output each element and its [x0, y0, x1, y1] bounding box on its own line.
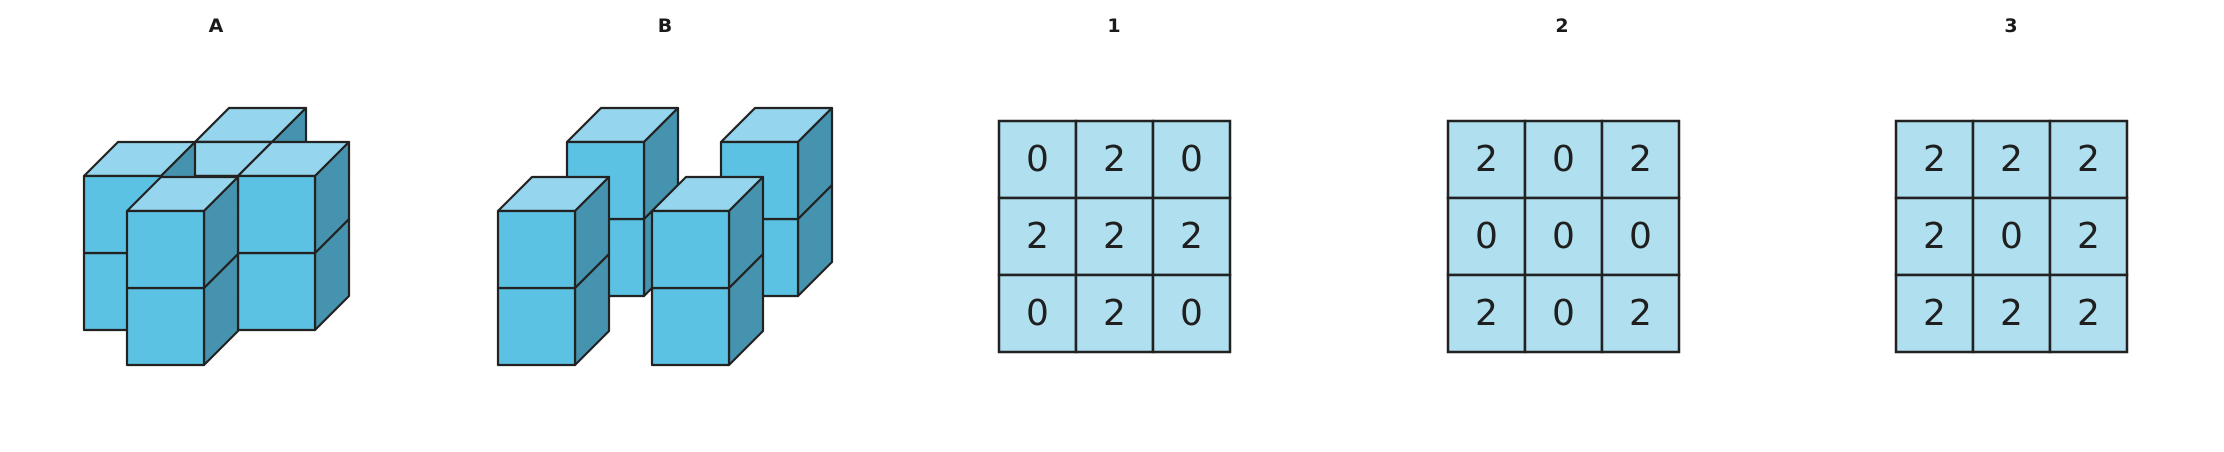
grid-cell	[2048, 119, 2129, 200]
cube-front-face	[125, 286, 206, 367]
cube	[125, 175, 240, 290]
cube-front-face	[236, 251, 317, 332]
grid-cell-value: 0	[1180, 293, 1203, 334]
grid-cell	[1074, 196, 1155, 277]
grid-cell	[2048, 196, 2129, 277]
grid-cell-value: 2	[1629, 139, 1652, 180]
grid-cell-value: 2	[2000, 293, 2023, 334]
panel-label-b: B	[658, 15, 672, 37]
grid-cell	[1894, 273, 1975, 354]
grid-cell	[1600, 273, 1681, 354]
grid-cell	[1074, 273, 1155, 354]
grid-cell	[1971, 273, 2052, 354]
panel-label-a: A	[209, 15, 224, 37]
grid-cell-value: 2	[1103, 216, 1126, 257]
view-grid-2: 2 0 2 0 0 0 2 0 2	[1446, 119, 1681, 354]
grid-cell-value: 0	[1180, 139, 1203, 180]
cube-front-face	[650, 286, 731, 367]
grid-cell-value: 2	[2077, 216, 2100, 257]
cube-structure-a	[82, 106, 351, 367]
grid-cell-value: 2	[1923, 216, 1946, 257]
grid-cell-value: 0	[1026, 139, 1049, 180]
grid-cell-value: 2	[1103, 293, 1126, 334]
cube-structure-b	[496, 106, 834, 367]
grid-cell	[1151, 119, 1232, 200]
grid-cell-value: 2	[2077, 293, 2100, 334]
grid-cell-value: 2	[1923, 139, 1946, 180]
grid-cell-value: 0	[1552, 293, 1575, 334]
grid-cell-value: 0	[2000, 216, 2023, 257]
cube-front-face	[236, 174, 317, 255]
cube-front-face	[496, 286, 577, 367]
grid-cell-value: 0	[1475, 216, 1498, 257]
grid-cell	[1151, 273, 1232, 354]
cube	[236, 140, 351, 255]
grid-cell-value: 2	[2077, 139, 2100, 180]
panel-label-view-1: 1	[1107, 15, 1120, 37]
grid-cell	[2048, 273, 2129, 354]
grid-cell	[1971, 119, 2052, 200]
grid-cell-value: 2	[1475, 293, 1498, 334]
panel-label-view-2: 2	[1555, 15, 1568, 37]
grid-cell-value: 0	[1629, 216, 1652, 257]
grid-cell-value: 2	[2000, 139, 2023, 180]
panel-label-view-3: 3	[2004, 15, 2017, 37]
grid-cell-value: 2	[1475, 139, 1498, 180]
grid-cell-value: 2	[1180, 216, 1203, 257]
view-grid-1: 0 2 0 2 2 2 0 2 0	[997, 119, 1232, 354]
grid-cell	[1894, 196, 1975, 277]
grid-cell-value: 0	[1552, 139, 1575, 180]
grid-cell-value: 2	[1629, 293, 1652, 334]
grid-cell-value: 2	[1923, 293, 1946, 334]
cube-front-face	[125, 209, 206, 290]
view-grid-3: 2 2 2 2 0 2 2 2 2	[1894, 119, 2129, 354]
cube	[496, 175, 611, 290]
grid-cell	[1523, 119, 1604, 200]
cube-front-face	[650, 209, 731, 290]
grid-cell-value: 2	[1103, 139, 1126, 180]
grid-cell-value: 0	[1552, 216, 1575, 257]
cube-front-face	[496, 209, 577, 290]
grid-cell-value: 0	[1026, 293, 1049, 334]
cube	[650, 175, 765, 290]
grid-cell	[997, 119, 1078, 200]
grid-cell-value: 2	[1026, 216, 1049, 257]
grid-cell	[997, 273, 1078, 354]
